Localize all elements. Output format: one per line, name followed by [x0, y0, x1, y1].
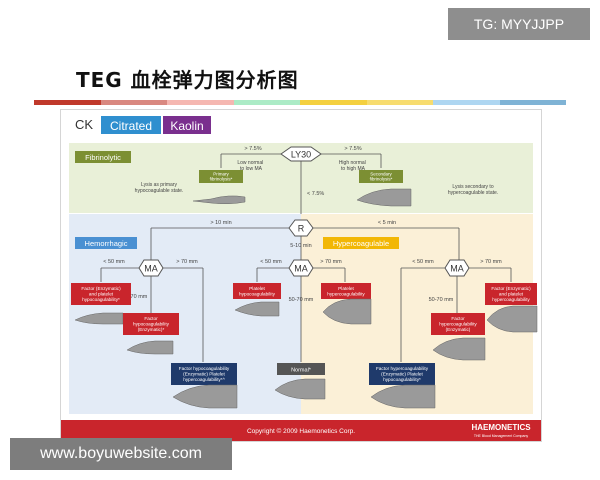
middle-gt70: > 70 mm [320, 259, 342, 265]
color-strip [34, 100, 566, 105]
left-gt70: > 70 mm [176, 259, 198, 265]
middle-ma-group: MA < 50 mm > 70 mm 50-70 mm [256, 259, 346, 362]
right-box-2 [369, 363, 435, 385]
ly30-gt-right: > 7.5% [344, 146, 361, 152]
right-range: 50-70 mm [429, 297, 454, 303]
left-ma-group: MA < 50 mm > 70 mm 50-70 mm [100, 259, 204, 362]
citrated-label: Citrated [110, 119, 152, 133]
haemonetics-logo: HAEMONETICS [471, 423, 531, 432]
left-box-3 [171, 363, 237, 385]
low-normal-ma: Low normal to low MA [237, 160, 264, 172]
hypercoagulable-tag [323, 237, 399, 249]
right-trace-2 [370, 384, 436, 409]
page-title: TEG 血栓弹力图分析图 [76, 68, 299, 92]
ly30-label: LY30 [291, 150, 311, 160]
secondary-fibrinolysis-box [359, 170, 403, 183]
r-lt5-label: < 5 min [378, 220, 396, 226]
right-ma-group: MA < 50 mm > 70 mm 50-70 mm [400, 259, 512, 362]
secondary-trace [356, 188, 412, 207]
hypercoagulable-label: Hypercoagulable [333, 239, 389, 248]
ck-label: CK [75, 117, 93, 132]
right-trace-3 [432, 337, 486, 361]
high-normal-ma: High normal to high MA [339, 160, 367, 172]
color-strip-segment [366, 100, 433, 105]
ly30-gt-left: > 7.5% [244, 146, 261, 152]
right-box-3 [431, 313, 485, 335]
color-strip-segment [499, 100, 566, 105]
middle-range: 50-70 mm [289, 297, 314, 303]
citrated-badge [101, 116, 161, 134]
middle-box-1 [233, 283, 281, 299]
haemonetics-tagline: THE Blood Management Company [474, 434, 529, 438]
ly30-lt-label: < 7.5% [307, 191, 324, 197]
primary-trace [192, 195, 246, 205]
left-box-3-label: Factor hypocoagulability(Enzymatic) Plat… [179, 366, 230, 382]
normal-box [277, 363, 325, 375]
r-label: R [298, 224, 305, 234]
r-gt10-label: > 10 min [210, 220, 231, 226]
right-box-2-label: Factor hypercoagulability(Enzymatic) Pla… [376, 366, 429, 382]
right-trace-1 [486, 305, 538, 333]
left-trace-3 [172, 384, 238, 409]
normal-label: Normal* [291, 368, 312, 374]
teg-slide: CK Citrated Kaolin Fibrinolytic LY30 > 7… [60, 109, 542, 442]
r-range-label: 5-10 min [290, 243, 311, 249]
middle-box-2 [321, 283, 371, 299]
primary-fibrinolysis-box [199, 170, 243, 183]
middle-trace-2 [322, 298, 372, 325]
right-gt70: > 70 mm [480, 259, 502, 265]
teg-flowchart: CK Citrated Kaolin Fibrinolytic LY30 > 7… [61, 110, 541, 441]
hemorrhagic-tag [75, 237, 137, 249]
left-trace-2 [126, 340, 174, 355]
left-box-2 [123, 313, 179, 335]
left-box-1 [71, 283, 131, 305]
kaolin-badge [163, 116, 211, 134]
middle-trace-1 [234, 301, 280, 317]
left-lt50: < 50 mm [103, 259, 125, 265]
color-strip-segment [300, 100, 367, 105]
left-range: 50-70 mm [123, 294, 148, 300]
middle-ma-label: MA [294, 264, 308, 274]
right-box-1 [485, 283, 537, 305]
color-strip-segment [433, 100, 500, 105]
fibrinolytic-tag [75, 151, 131, 163]
site-watermark: www.boyuwebsite.com [10, 438, 232, 470]
copyright-text: Copyright © 2009 Haemonetics Corp. [247, 427, 355, 435]
right-lt50: < 50 mm [412, 259, 434, 265]
normal-trace [274, 378, 326, 400]
color-strip-segment [34, 100, 101, 105]
color-strip-segment [167, 100, 234, 105]
color-strip-segment [233, 100, 300, 105]
color-strip-segment [100, 100, 167, 105]
left-ma-label: MA [144, 264, 158, 274]
footer-bar [61, 420, 541, 441]
hemorrhagic-label: Hemorrhagic [85, 239, 128, 248]
middle-lt50: < 50 mm [260, 259, 282, 265]
tg-watermark: TG: MYYJJPP [448, 8, 590, 40]
fibrinolytic-tag-label: Fibrinolytic [85, 153, 121, 162]
kaolin-label: Kaolin [170, 119, 203, 133]
right-ma-label: MA [450, 264, 464, 274]
